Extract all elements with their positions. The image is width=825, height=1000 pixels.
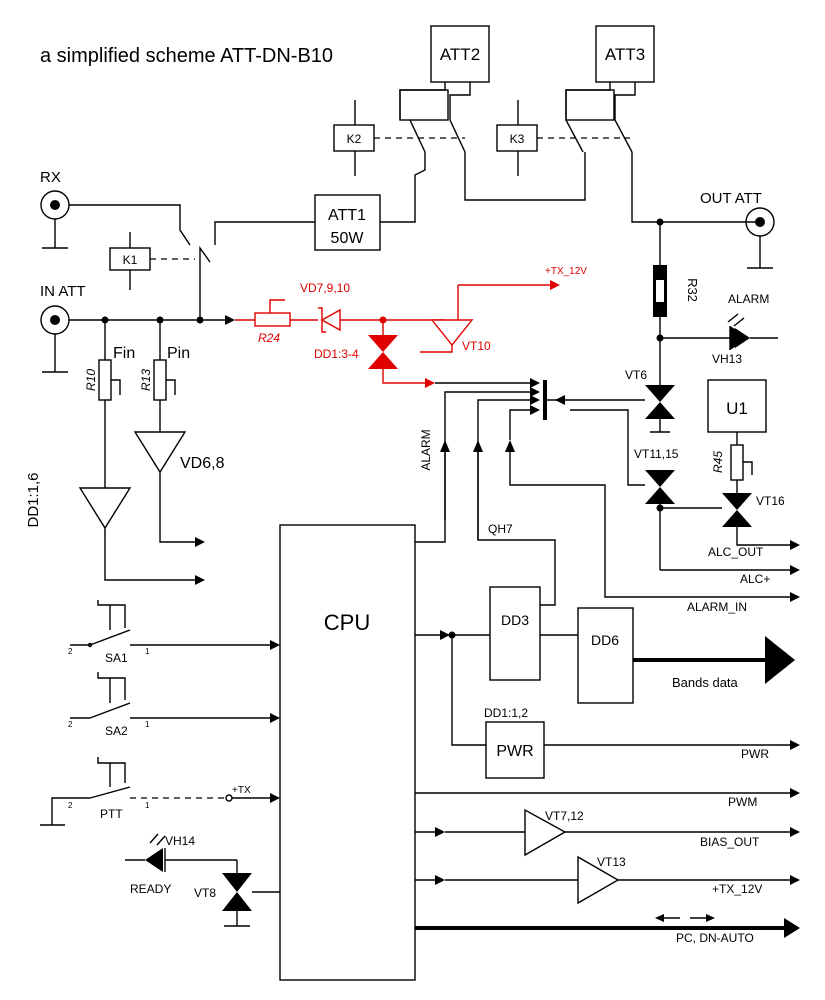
vh14-label: VH14 (165, 834, 195, 848)
bands-data-label: Bands data (672, 675, 739, 690)
ptt-pin2: 2 (68, 801, 73, 810)
att3-label: ATT3 (605, 45, 645, 64)
dd6-label: DD6 (591, 632, 619, 648)
pc-bus: PC, DN-AUTO (415, 914, 800, 945)
in-att-label: IN ATT (40, 283, 86, 300)
dd134-label: DD1:3-4 (314, 347, 359, 361)
vt10-label: VT10 (462, 339, 491, 353)
dd3-block: DD3 (415, 586, 578, 681)
k2-contacts (380, 119, 586, 223)
pwr-out-label: PWR (741, 747, 769, 761)
bias-out-label: BIAS_OUT (700, 835, 760, 849)
ready-led: VH14 READY (125, 833, 238, 896)
alarm-in-label: ALARM_IN (687, 600, 747, 614)
vd7910-label: VD7,9,10 (300, 281, 350, 295)
k3-contacts (565, 119, 760, 223)
ready-label: READY (130, 882, 171, 896)
k1-label: K1 (123, 253, 138, 267)
vt6-label: VT6 (625, 368, 647, 382)
relay-k2: K2 (333, 100, 465, 176)
att3-block: ATT3 (565, 25, 655, 121)
fin-sensor: Fin R10 DD1:1,6 (25, 320, 205, 585)
in-att-connector: IN ATT (40, 283, 235, 373)
relay-k3: K3 (496, 100, 630, 176)
vt16-transistor: VT16 (722, 493, 800, 550)
alc-plus-label: ALC+ (740, 572, 770, 586)
vd68-label: VD6,8 (180, 455, 225, 472)
att1-block: ATT1 50W (214, 194, 381, 251)
vt1115-transistor: VT11,15 (570, 409, 722, 570)
sa1-switch: SA1 2 1 (68, 600, 280, 665)
cpu-label: CPU (324, 610, 370, 635)
pin-sensor: Pin R13 VD6,8 (133, 320, 225, 547)
ptt-pin1: 1 (145, 801, 150, 810)
qh7-line: QH7 (477, 452, 556, 606)
tx12v-line: VT13 +TX_12V (415, 855, 800, 905)
vt8-transistor: VT8 (194, 873, 280, 927)
vt16-label: VT16 (756, 494, 785, 508)
pwr-block-label: PWR (496, 743, 533, 760)
alarm-line: ALARM (415, 429, 515, 543)
att1-power: 50W (331, 230, 365, 247)
qh7-label: QH7 (488, 522, 513, 536)
vh13-label: VH13 (712, 352, 742, 366)
dd3-label: DD3 (501, 612, 529, 628)
right-outputs: ALC_OUT ALC+ ALARM_IN (509, 452, 800, 614)
ptt-label: PTT (100, 807, 123, 821)
dd116-label: DD1:1,6 (25, 472, 42, 527)
alarm-vert-label: ALARM (419, 429, 433, 470)
sa1-pin2: 2 (68, 647, 73, 656)
signal-mux (435, 378, 570, 540)
rx-connector: RX (40, 169, 191, 249)
sa2-pin1: 1 (145, 720, 150, 729)
cpu-block: CPU (279, 524, 416, 981)
sa2-label: SA2 (105, 724, 128, 738)
r24-label: R24 (258, 331, 280, 345)
u1-label: U1 (726, 399, 748, 418)
pc-label: PC, DN-AUTO (676, 931, 754, 945)
pwm-line: PWM (415, 788, 800, 809)
vt6-transistor: VT6 (570, 368, 675, 433)
vt712-label: VT7,12 (545, 809, 584, 823)
sa1-pin1: 1 (145, 647, 150, 656)
dd112-label: DD1:1,2 (484, 706, 528, 720)
att1-label: ATT1 (328, 207, 366, 224)
fin-label: Fin (113, 345, 135, 362)
pwr-block: PWR DD1:1,2 PWR (451, 635, 800, 779)
alc-out-label: ALC_OUT (708, 545, 764, 559)
sa2-pin2: 2 (68, 720, 73, 729)
rx-label: RX (40, 169, 61, 186)
att2-label: ATT2 (440, 45, 480, 64)
r45-label: R45 (711, 451, 725, 473)
sa2-switch: SA2 2 1 (68, 672, 280, 738)
pin-label: Pin (167, 345, 190, 362)
alarm-led: ALARM VH13 (660, 292, 778, 366)
tx12v-label: +TX_12V (712, 882, 762, 896)
bias-out-line: VT7,12 BIAS_OUT (415, 808, 800, 857)
vt13-label: VT13 (597, 855, 626, 869)
dd6-block: DD6 Bands data (577, 607, 795, 704)
sa1-label: SA1 (105, 651, 128, 665)
out-att-label: OUT ATT (700, 190, 762, 207)
tx-node-label: +TX (232, 785, 251, 796)
relay-k1: K1 (109, 232, 211, 320)
u1-block: U1 R45 (707, 379, 767, 493)
pwm-label: PWM (728, 795, 757, 809)
k2-label: K2 (347, 132, 362, 146)
r10-label: R10 (84, 369, 98, 391)
r32-label: R32 (685, 278, 700, 302)
r13-label: R13 (139, 369, 153, 391)
tx12v-small-label: +TX_12V (545, 266, 587, 277)
r32-resistor: R32 (653, 265, 700, 385)
k3-label: K3 (510, 132, 525, 146)
att2-block: ATT2 (399, 25, 490, 121)
vt8-label: VT8 (194, 886, 216, 900)
diagram-title: a simplified scheme ATT-DN-B10 (40, 45, 333, 67)
out-att-connector: OUT ATT (656, 190, 775, 269)
vt1115-label: VT11,15 (634, 447, 679, 461)
alarm-led-label: ALARM (728, 292, 769, 306)
ptt-switch: +TX PTT 2 1 (40, 757, 280, 826)
red-overvoltage-path: R24 VD7,9,10 DD1:3-4 +TX_12V VT10 (235, 266, 587, 388)
